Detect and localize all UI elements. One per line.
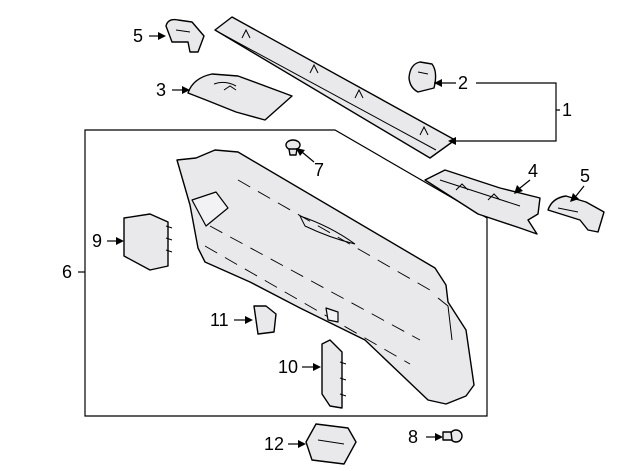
clip-5-right — [547, 195, 605, 233]
leader-lines — [78, 32, 585, 448]
side-garnish-4 — [424, 169, 541, 235]
callout-12: 12 — [264, 434, 284, 454]
cover-11 — [253, 305, 277, 335]
cover-9 — [123, 213, 173, 271]
callout-9: 9 — [92, 231, 102, 251]
lower-trim-panel-6 — [176, 149, 475, 405]
bracket-10 — [321, 339, 347, 409]
callout-6: 6 — [62, 262, 72, 282]
callout-2: 2 — [458, 73, 468, 93]
push-clip-7 — [285, 139, 301, 156]
clip-5-top — [165, 18, 205, 53]
handle-12 — [305, 423, 357, 465]
callout-1: 1 — [562, 100, 572, 120]
clip-2 — [408, 61, 437, 93]
callout-7: 7 — [314, 160, 324, 180]
callout-5-right: 5 — [580, 166, 590, 186]
group-box-6 — [84, 129, 488, 417]
callout-3: 3 — [156, 80, 166, 100]
side-trim-3 — [187, 73, 293, 121]
callout-10: 10 — [278, 357, 298, 377]
callout-5-top: 5 — [133, 26, 143, 46]
grommet-8 — [442, 429, 463, 443]
callout-8: 8 — [408, 427, 418, 447]
callout-4: 4 — [528, 161, 538, 181]
callout-11: 11 — [210, 310, 229, 330]
